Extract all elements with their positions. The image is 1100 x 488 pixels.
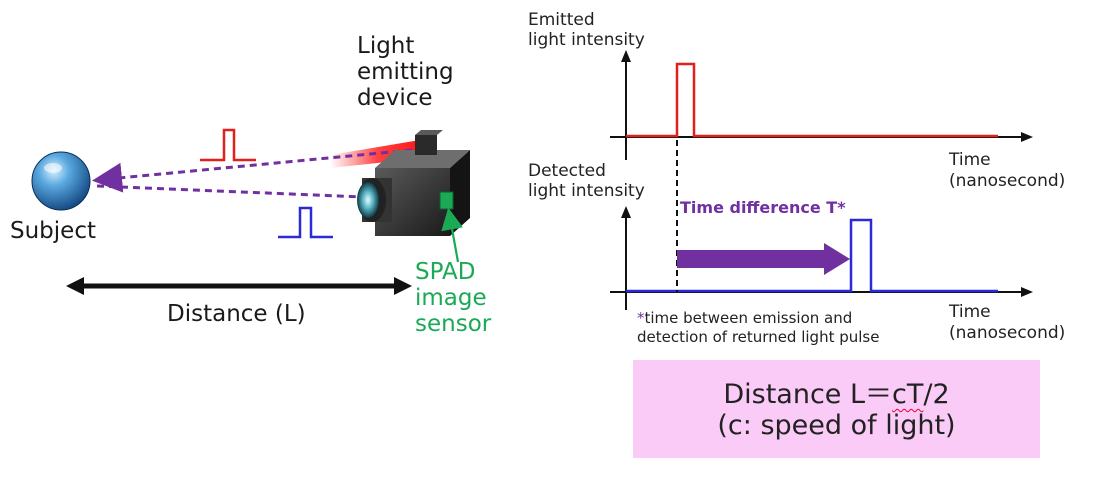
- formula-line-1: Distance L＝cT/2: [633, 372, 1040, 411]
- emitted-xlabel: Time (nanosecond): [949, 150, 1065, 193]
- emitted-ylabel-line-1: Emitted: [528, 10, 595, 30]
- footnote-text-1: time between emission and: [644, 309, 853, 327]
- footnote-line-1: *time between emission and: [637, 309, 879, 328]
- device-label: Light emitting device: [357, 33, 454, 111]
- device-label-line-3: device: [357, 84, 433, 111]
- formula-suffix: /2: [923, 379, 950, 410]
- formula-box: Distance L＝cT/2 (c: speed of light): [633, 360, 1040, 458]
- detected-xlabel-line-1: Time: [949, 302, 991, 322]
- footnote-line-2: detection of returned light pulse: [637, 327, 880, 346]
- device-label-line-1: Light: [357, 33, 415, 59]
- time-difference-arrow: [677, 243, 850, 275]
- emitted-chart-axes: [610, 50, 1033, 160]
- emitted-ylabel-line-2: light intensity: [528, 30, 645, 51]
- time-difference-label: Time difference T*: [680, 198, 846, 217]
- detected-xlabel: Time (nanosecond): [949, 302, 1065, 345]
- detected-ylabel: Detected light intensity: [528, 161, 645, 202]
- emitted-ylabel: Emitted light intensity: [528, 10, 645, 51]
- outgoing-light-arrow: [92, 148, 413, 193]
- footnote: *time between emission and detection of …: [637, 309, 879, 347]
- sensor-label-line-3: sensor: [415, 310, 492, 337]
- spad-sensor-icon: [439, 191, 454, 210]
- detected-ylabel-line-2: light intensity: [528, 181, 645, 202]
- detected-ylabel-line-1: Detected: [528, 161, 606, 181]
- sensor-label-line-2: image: [415, 284, 487, 311]
- detected-pulse-waveform: [626, 218, 998, 293]
- distance-label: Distance (L): [167, 301, 306, 327]
- emitted-xlabel-line-1: Time: [949, 150, 991, 170]
- light-beam-icon: [330, 140, 425, 168]
- footnote-star: *: [637, 309, 645, 327]
- detected-pulse-icon: [278, 206, 333, 239]
- sensor-label: SPAD image sensor: [415, 259, 492, 337]
- formula-prefix: Distance L＝: [723, 379, 893, 410]
- subject-label: Subject: [10, 218, 96, 244]
- formula-line-2: (c: speed of light): [717, 410, 956, 441]
- formula-ct: cT: [892, 379, 924, 410]
- sensor-label-line-1: SPAD: [415, 259, 476, 285]
- distance-double-arrow: [66, 277, 412, 295]
- detected-xlabel-line-2: (nanosecond): [949, 323, 1066, 344]
- sensor-pointer-arrow: [441, 207, 463, 263]
- emitted-xlabel-line-2: (nanosecond): [949, 171, 1066, 192]
- emitted-pulse-icon: [200, 128, 256, 162]
- subject-sphere: [31, 151, 91, 211]
- device-label-line-2: emitting: [357, 58, 454, 85]
- emitted-pulse-waveform: [626, 62, 998, 138]
